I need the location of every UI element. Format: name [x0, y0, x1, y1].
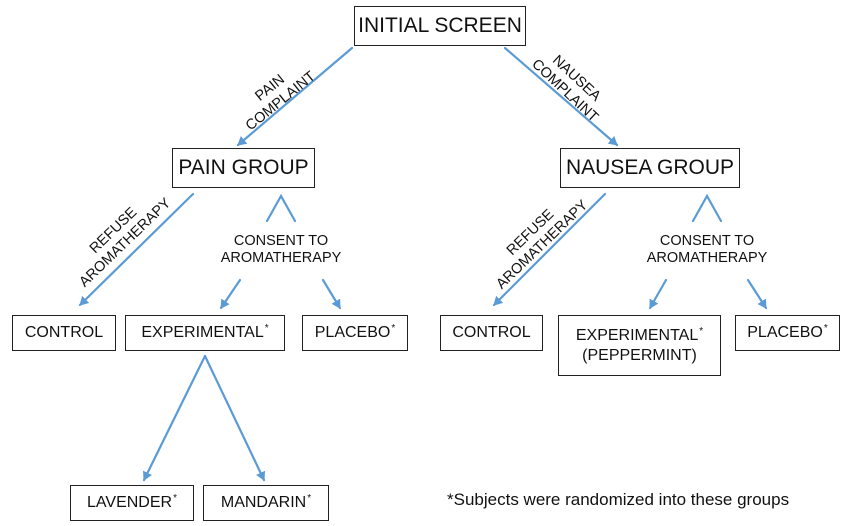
nausea-experimental-node: EXPERIMENTAL* (PEPPERMINT): [558, 315, 721, 376]
mandarin-node: MANDARIN*: [203, 485, 329, 521]
lavender-label: LAVENDER*: [87, 493, 177, 512]
randomized-marker: *: [699, 325, 704, 337]
arrow-to-pain-group: [236, 46, 354, 147]
arrow-pain-consent-to-experimental: [219, 278, 242, 310]
arrow-experimental-to-lavender: [142, 354, 207, 482]
nausea-control-node: CONTROL: [440, 315, 543, 351]
nausea-group-node: NAUSEA GROUP: [560, 148, 740, 188]
pain-control-node: CONTROL: [12, 315, 116, 351]
lavender-node: LAVENDER*: [70, 485, 194, 521]
pain-group-node: PAIN GROUP: [172, 148, 315, 188]
pain-placebo-label: PLACEBO*: [314, 323, 396, 342]
nausea-placebo-node: PLACEBO*: [735, 315, 840, 351]
pain-experimental-label: EXPERIMENTAL*: [141, 323, 269, 342]
randomized-marker: *: [307, 493, 312, 505]
randomized-marker: *: [173, 493, 177, 505]
randomized-marker: *: [264, 323, 269, 335]
pain-placebo-node: PLACEBO*: [302, 315, 408, 351]
randomized-marker: *: [823, 323, 828, 335]
nausea-experimental-sublabel: (PEPPERMINT): [582, 346, 697, 364]
initial-screen-node: INITIAL SCREEN: [354, 6, 526, 46]
randomized-marker: *: [391, 323, 396, 335]
nausea-consent-label: CONSENT TO AROMATHERAPY: [646, 233, 768, 267]
mandarin-label: MANDARIN*: [220, 493, 312, 512]
arrow-to-nausea-group: [503, 46, 619, 147]
nausea-experimental-label: EXPERIMENTAL*: [575, 325, 704, 345]
randomization-footnote: *Subjects were randomized into these gro…: [447, 490, 790, 509]
arrow-nausea-consent-to-experimental: [648, 278, 668, 310]
arrow-pain-consent-to-placebo: [321, 278, 342, 310]
pain-experimental-node: EXPERIMENTAL*: [125, 315, 285, 351]
pain-control-label: CONTROL: [24, 324, 104, 342]
pain-group-label: PAIN GROUP: [178, 156, 309, 180]
nausea-group-label: NAUSEA GROUP: [565, 156, 735, 180]
arrow-pain-refuse-to-control: [78, 192, 195, 307]
nausea-consent-fork: [691, 193, 723, 223]
nausea-placebo-label: PLACEBO*: [747, 323, 828, 342]
arrow-nausea-consent-to-placebo: [746, 278, 768, 310]
arrow-nausea-refuse-to-control: [492, 192, 607, 307]
pain-consent-label: CONSENT TO AROMATHERAPY: [220, 233, 342, 267]
pain-consent-fork: [265, 193, 297, 223]
initial-screen-label: INITIAL SCREEN: [358, 14, 522, 38]
arrow-experimental-to-mandarin: [203, 354, 266, 482]
nausea-control-label: CONTROL: [452, 324, 531, 342]
